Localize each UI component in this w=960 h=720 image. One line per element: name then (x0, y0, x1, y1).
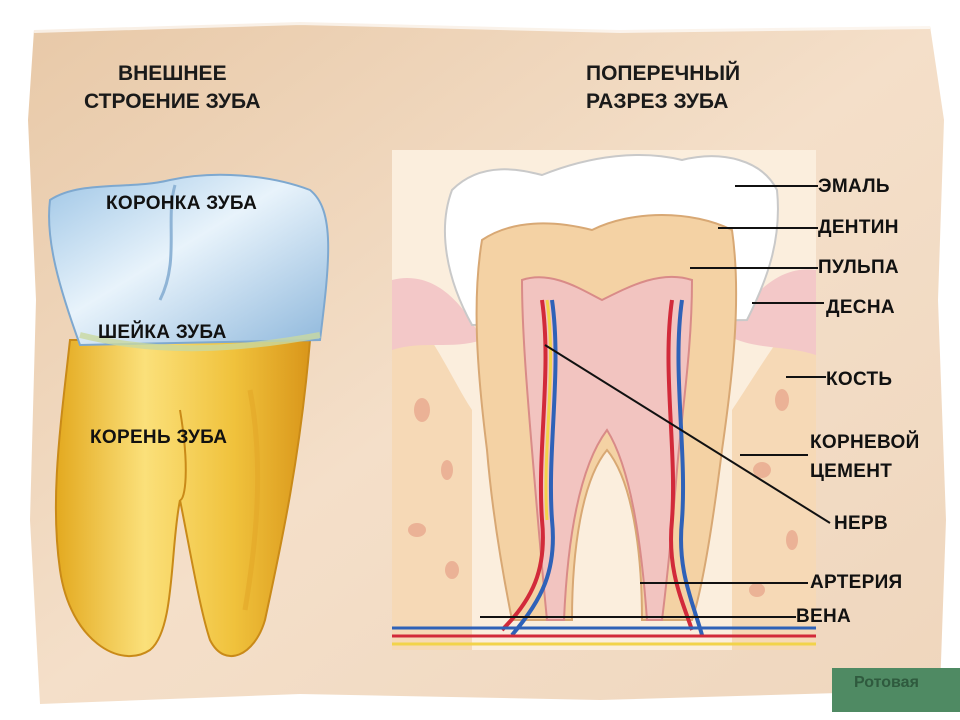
label-artery: АРТЕРИЯ (810, 572, 903, 593)
title-external-structure: ВНЕШНЕЕ СТРОЕНИЕ ЗУБА (84, 62, 261, 113)
label-cement-line1: КОРНЕВОЙ (810, 432, 920, 453)
label-nerve: НЕРВ (834, 513, 888, 534)
title-cross-section: ПОПЕРЕЧНЫЙ РАЗРЕЗ ЗУБА (586, 62, 741, 113)
label-bone: КОСТЬ (826, 369, 893, 390)
label-vein: ВЕНА (796, 606, 852, 627)
bone-right (732, 290, 816, 650)
cross-section-illustration (392, 150, 816, 650)
corner-badge: Ротовая (832, 668, 960, 712)
external-tooth-illustration (48, 173, 330, 658)
label-neck: ШЕЙКА ЗУБА (98, 322, 227, 343)
label-root: КОРЕНЬ ЗУБА (90, 427, 228, 448)
label-cement-line2: ЦЕМЕНТ (810, 461, 893, 482)
label-dentin: ДЕНТИН (818, 217, 899, 238)
corner-badge-text: Ротовая (854, 674, 919, 691)
bone-left (392, 290, 472, 650)
label-crown: КОРОНКА ЗУБА (106, 193, 258, 214)
label-enamel: ЭМАЛЬ (818, 176, 890, 197)
label-gum: ДЕСНА (826, 297, 895, 318)
label-pulp: ПУЛЬПА (818, 257, 899, 278)
